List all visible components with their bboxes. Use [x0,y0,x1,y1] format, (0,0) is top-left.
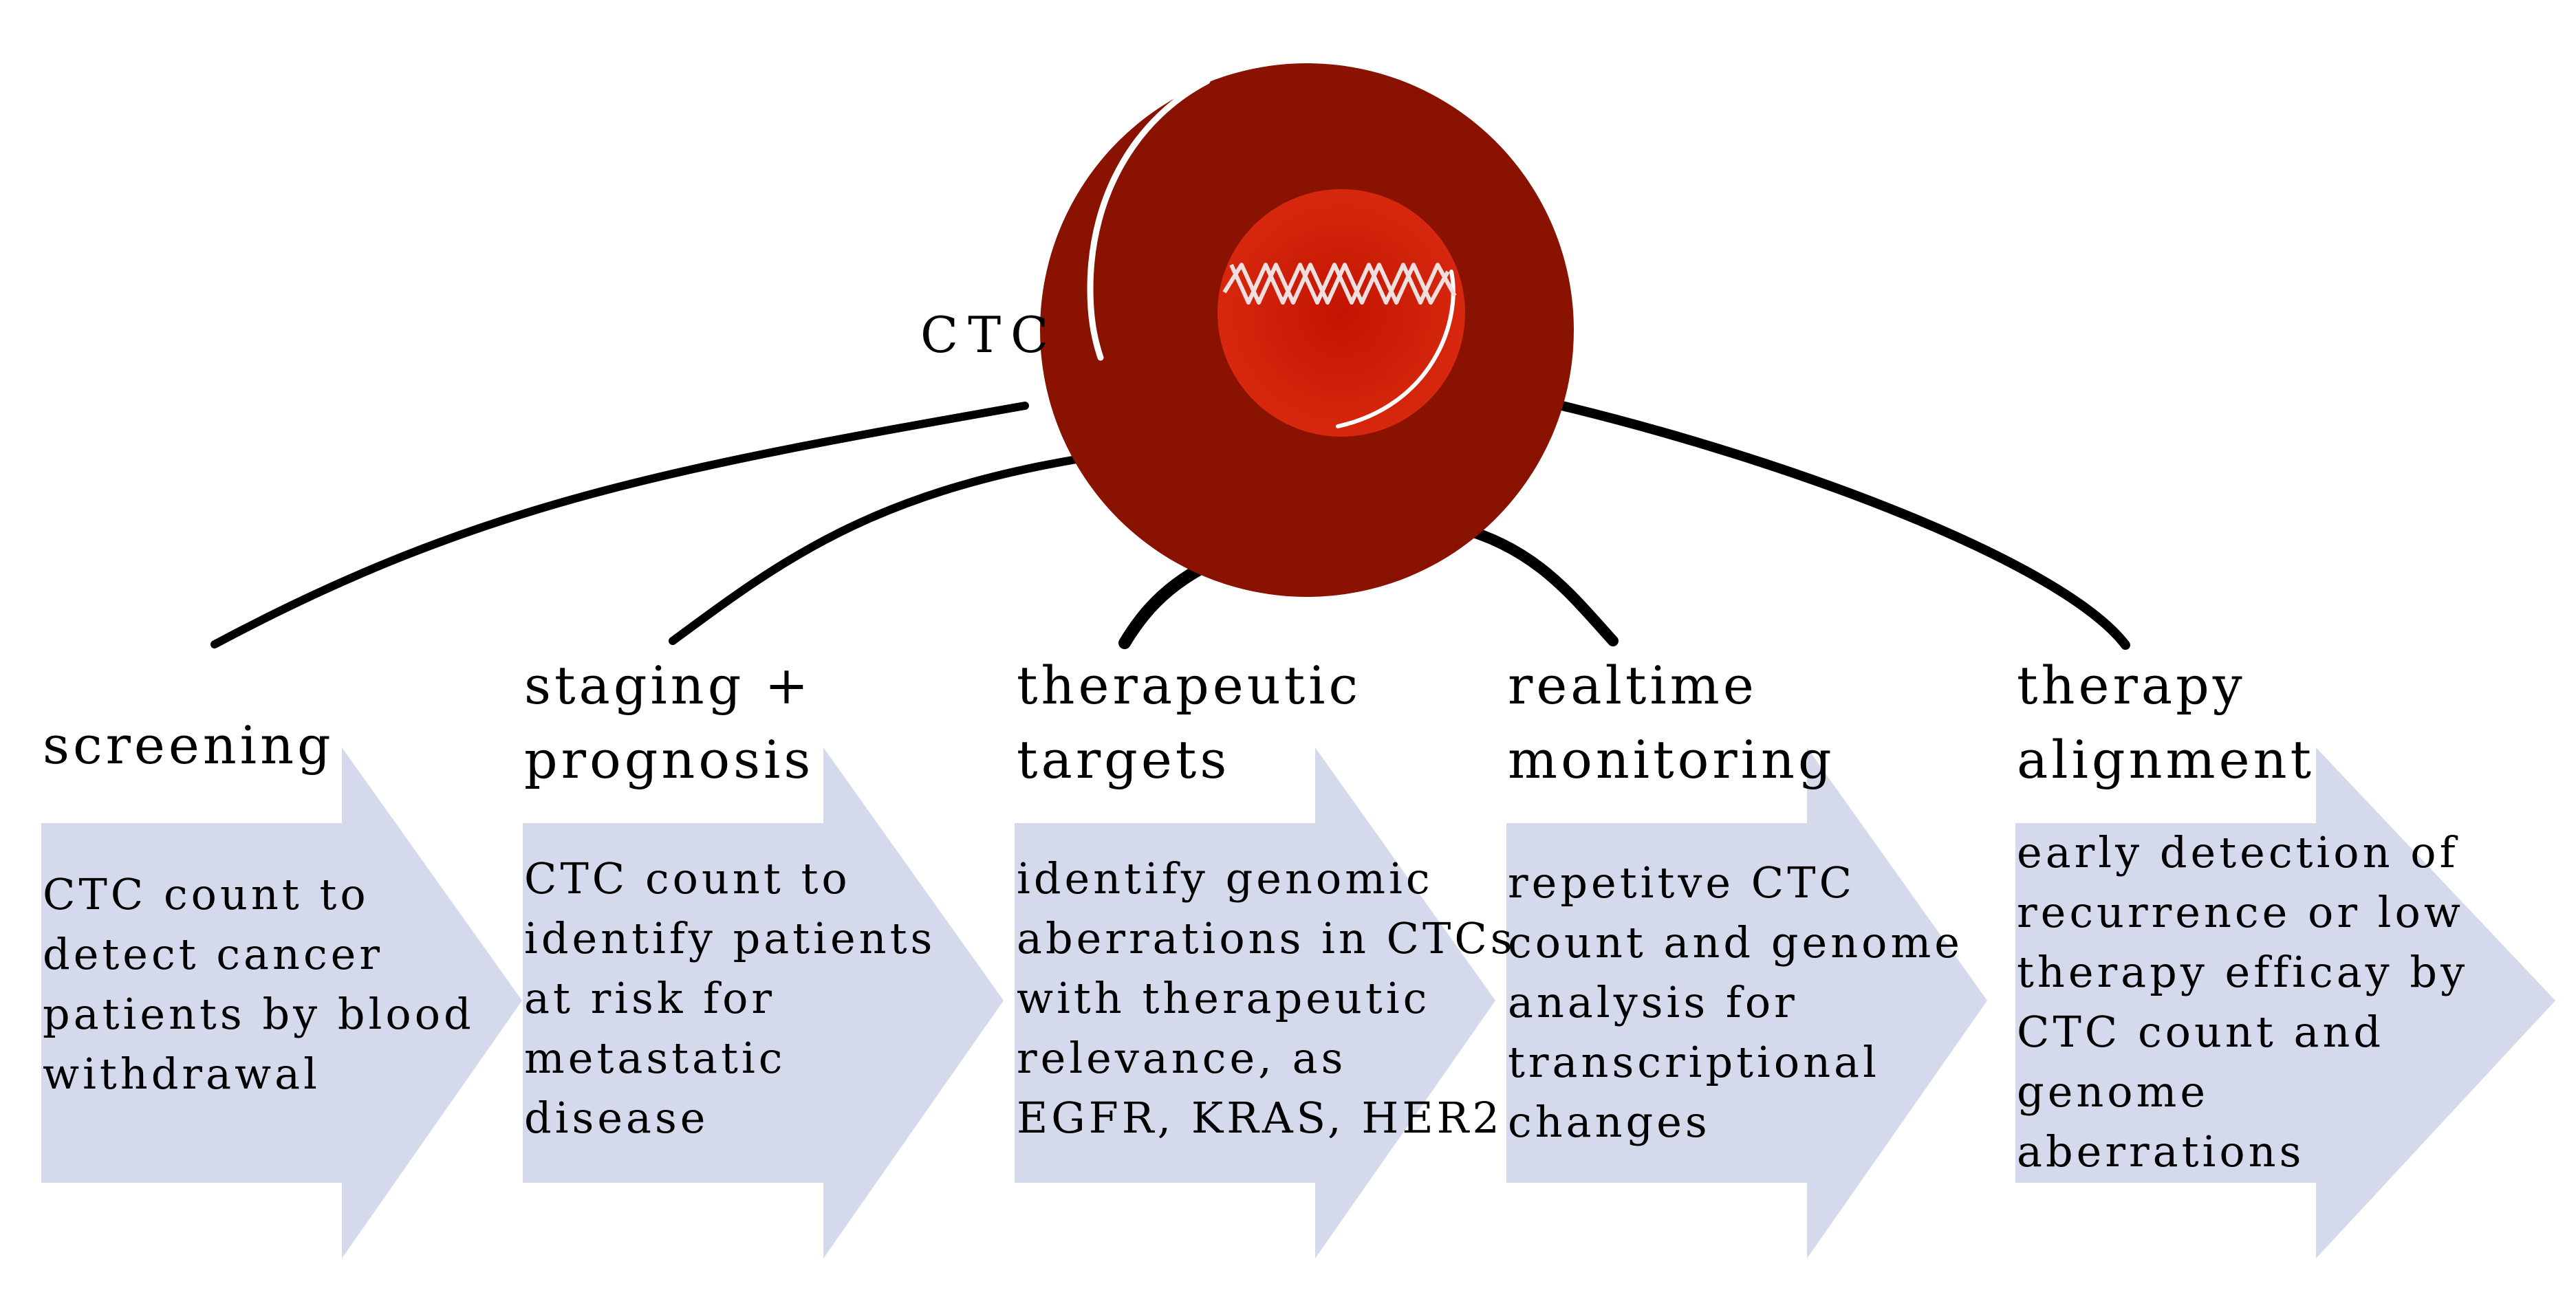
stage-description-line: at risk for [524,973,776,1023]
arrow-shape-realtime-monitoring [1506,747,1987,1258]
stage-description-line: therapy efficay by [2017,947,2469,997]
stage-description-line: changes [1508,1097,1711,1147]
stage-description-line: identify patients [524,913,936,963]
cell-membrane-highlight [1087,78,1211,361]
dna-strand-a [1229,263,1457,305]
stage-description-therapy-alignment: early detection of recurrence or low the… [2017,822,2468,1181]
ctc-nucleus [1217,189,1465,437]
stage-description-line: early detection of [2017,827,2459,877]
stage-description-line: disease [524,1093,709,1143]
stage-description-line: withdrawal [43,1049,321,1099]
stage-title-line: screening [43,714,334,776]
stage-title-line: monitoring [1508,729,1835,790]
stage-title-screening: screening [43,708,334,783]
stage-title-line: targets [1017,729,1231,790]
stage-description-line: analysis for [1508,977,1798,1027]
dna-strand-b [1222,263,1450,305]
stage-title-line: staging + [524,655,812,716]
stage-description-line: repetitve CTC [1508,858,1856,908]
ctc-label: CTC [920,306,1059,364]
stage-description-line: recurrence or low [2017,887,2464,937]
stage-description-therapeutic-targets: identify genomic aberrations in CTCs wit… [1017,849,1516,1148]
arrow-shape-staging-prognosis [523,747,1004,1258]
connector-staging-prognosis [669,455,1081,645]
stage-description-line: CTC count to [43,869,369,919]
stage-description-line: with therapeutic [1017,973,1431,1023]
stage-description-line: EGFR, KRAS, HER2 [1017,1093,1503,1143]
stage-description-screening: CTC count to detect cancer patients by b… [43,864,475,1104]
stage-description-line: CTC count and [2017,1007,2385,1057]
stage-title-therapeutic-targets: therapeutic targets [1017,648,1361,797]
stage-description-line: relevance, as [1017,1033,1347,1083]
connector-realtime-monitoring [1447,521,1619,646]
stage-description-line: detect cancer [43,929,384,979]
stage-description-line: CTC count to [524,853,851,904]
stage-title-therapy-alignment: therapy alignment [2017,648,2315,797]
stage-title-line: alignment [2017,729,2315,790]
stage-description-line: metastatic [524,1033,786,1083]
stage-title-line: therapy [2017,655,2246,716]
stage-description-staging-prognosis: CTC count to identify patients at risk f… [524,849,935,1148]
arrow-shape-therapeutic-targets [1015,747,1495,1258]
stage-description-line: patients by blood [43,989,475,1039]
stage-description-line: count and genome [1508,917,1963,968]
arrow-shape-screening [41,747,522,1258]
connector-therapy-alignment [1543,397,2130,650]
stage-description-line: transcriptional [1508,1037,1880,1087]
stage-description-line: identify genomic [1017,853,1433,904]
arrow-shape-therapy-alignment [2015,747,2555,1258]
connector-screening [210,402,1029,648]
stage-title-line: therapeutic [1017,655,1362,716]
stage-title-staging-prognosis: staging + prognosis [524,648,814,797]
stage-title-line: realtime [1508,655,1757,716]
stage-title-line: prognosis [524,729,814,790]
stage-description-line: aberrations in CTCs [1017,913,1516,963]
stage-description-line: genome [2017,1067,2209,1117]
stage-description-line: aberrations [2017,1126,2305,1177]
stage-description-realtime-monitoring: repetitve CTC count and genome analysis … [1508,853,1963,1152]
stage-title-realtime-monitoring: realtime monitoring [1508,648,1835,797]
